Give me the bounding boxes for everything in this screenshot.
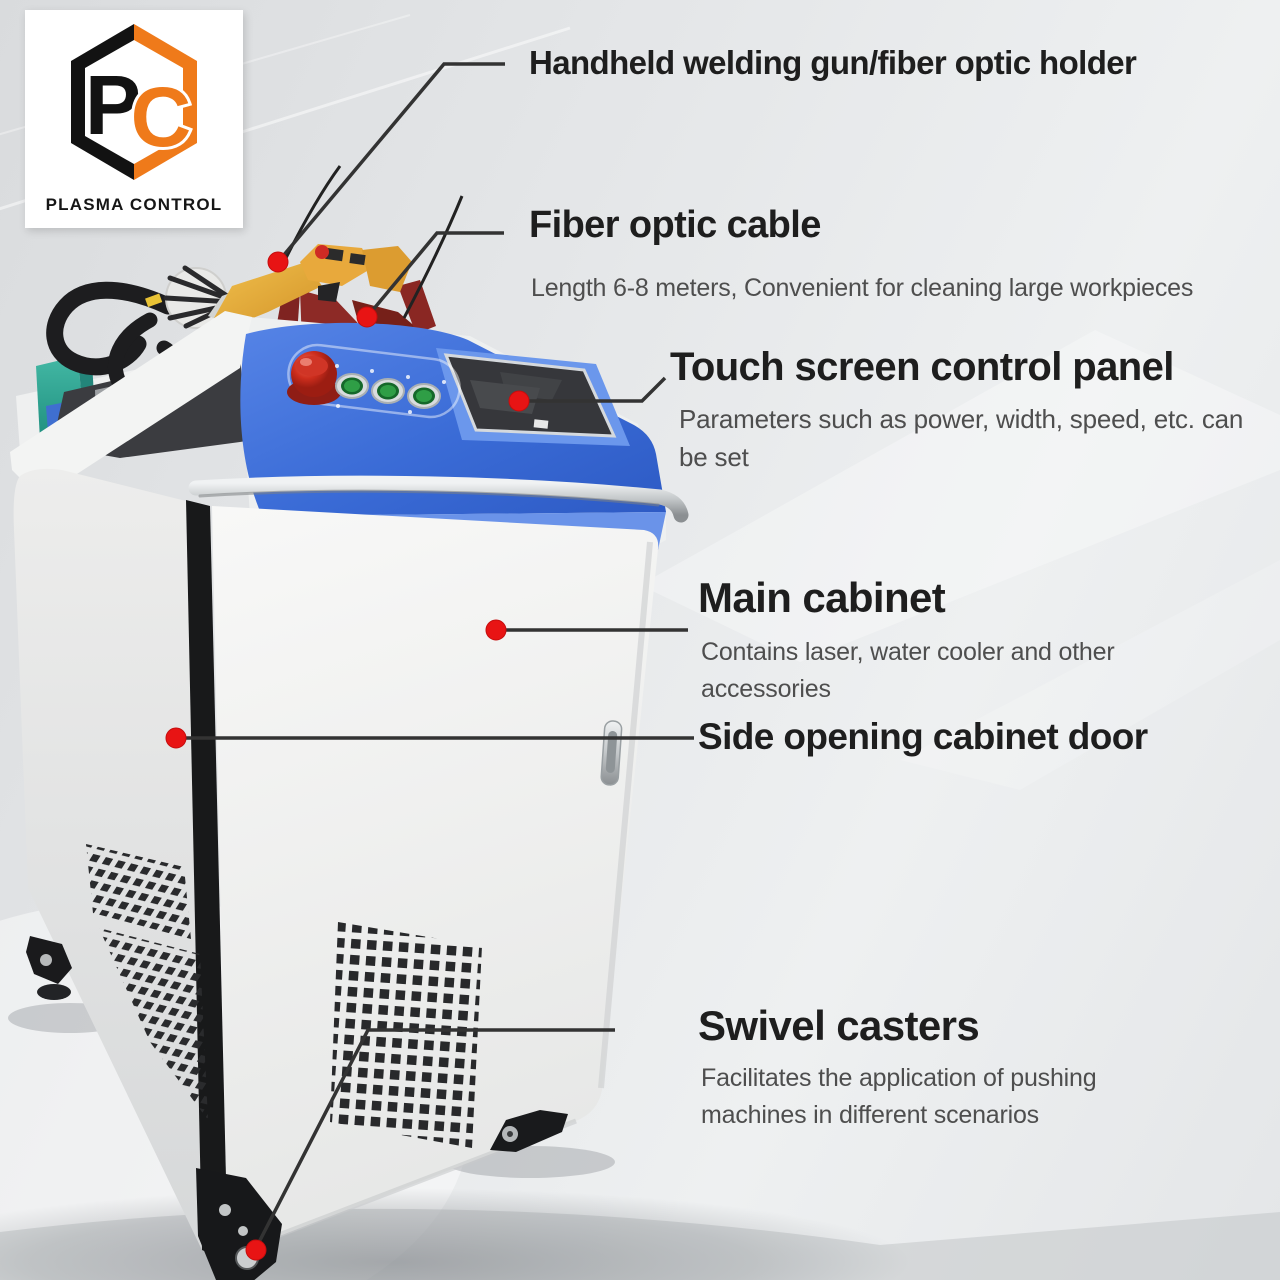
cabinet-edge-highlight <box>598 541 653 1089</box>
callout-desc-casters: Facilitates the application of pushing m… <box>701 1064 1097 1129</box>
callout-title-cable: Fiber optic cable <box>529 204 821 246</box>
top-wedge <box>10 311 252 498</box>
cable-tie <box>145 293 163 308</box>
logo-monogram-c: C <box>131 70 192 164</box>
callout-line-screen <box>524 376 667 403</box>
vent-grid-side-lower <box>99 928 208 1120</box>
button-panel-outline <box>287 343 461 419</box>
logo-caption: PLASMA CONTROL <box>45 195 223 214</box>
callout-title-casters: Swivel casters <box>698 1002 980 1049</box>
estop-button <box>287 351 341 405</box>
callout-dot-gun <box>267 251 289 273</box>
callout-line-cable <box>365 231 504 319</box>
callout-line-casters <box>254 1028 615 1249</box>
callout-desc-screen: Parameters such as power, width, speed, … <box>679 404 1244 473</box>
touchscreen <box>436 348 630 446</box>
callout-title-screen: Touch screen control panel <box>670 345 1174 389</box>
callout-desc-cabinet: Contains laser, water cooler and other a… <box>701 638 1115 703</box>
logo-hexagon-inner <box>85 40 183 164</box>
welding-gun <box>208 244 412 324</box>
callout-dot-screen <box>508 390 530 412</box>
vent-grid-side-upper <box>86 844 191 939</box>
logo-hexagon: P C <box>71 24 197 180</box>
callout-dot-casters <box>245 1239 267 1261</box>
callout-line-gun <box>276 62 505 264</box>
power-buttons <box>335 364 446 414</box>
callout-title-gun: Handheld welding gun/fiber optic holder <box>529 44 1137 81</box>
callout-desc-cable: Length 6-8 meters, Convenient for cleani… <box>531 274 1194 302</box>
callout-dot-cabinet <box>485 619 507 641</box>
vent-grid-front <box>330 922 482 1148</box>
background-chevron <box>640 330 1280 662</box>
background-chevron <box>900 560 1280 790</box>
logo-monogram-p: P <box>85 58 141 152</box>
callout-dot-door <box>165 727 187 749</box>
cabinet-front-door <box>212 506 659 1262</box>
callout-title-door: Side opening cabinet door <box>698 716 1148 757</box>
cabinet-edge <box>186 500 228 1262</box>
caster-rear <box>26 936 72 1000</box>
brand-logo: P C PLASMA CONTROL <box>25 10 243 228</box>
callout-dot-cable <box>356 306 378 328</box>
callout-title-cabinet: Main cabinet <box>698 574 946 621</box>
caster-right <box>490 1110 568 1152</box>
handle-bar <box>188 475 689 523</box>
